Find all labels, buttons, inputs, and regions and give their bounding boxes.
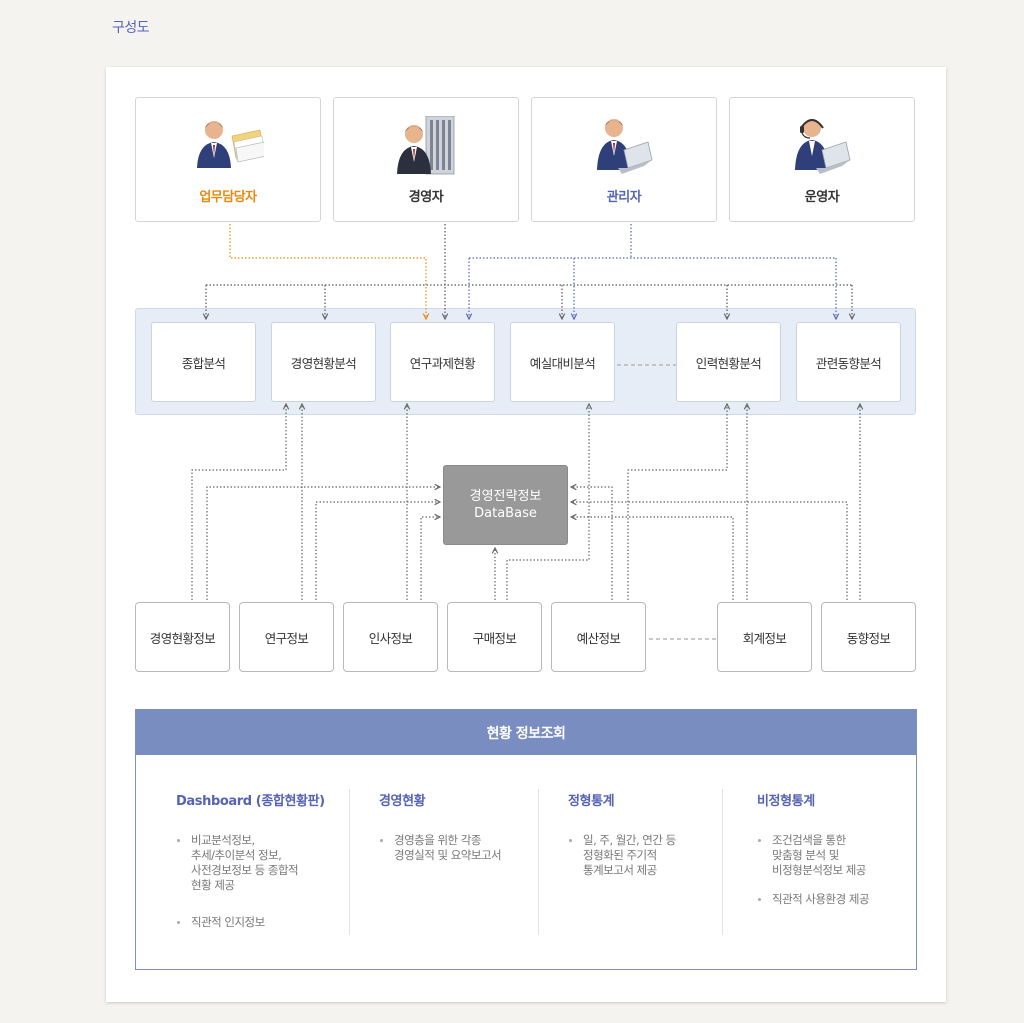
column-title: 경영현황 bbox=[379, 794, 426, 809]
panel-column-fixed-stats: 정형통계 일, 주, 월간, 연간 등 정형화된 주기적 통계보고서 제공 bbox=[568, 790, 728, 878]
page-heading: 구성도 bbox=[112, 20, 150, 36]
database-label: 경영전략정보 bbox=[469, 489, 542, 504]
actor-label: 운영자 bbox=[804, 190, 840, 205]
panel-column-management: 경영현황 경영층을 위한 각종 경영실적 및 요약보고서 bbox=[379, 790, 554, 863]
analysis-box-research: 연구과제현황 bbox=[390, 322, 495, 402]
actor-operator: 운영자 bbox=[729, 97, 915, 222]
list-item: 비교분석정보, 추세/추이분석 정보, 사전경보정보 등 종합적 현황 제공 bbox=[176, 833, 351, 893]
column-divider bbox=[349, 789, 350, 935]
actor-staff: 업무담당자 bbox=[135, 97, 321, 222]
column-title: Dashboard (종합현황판) bbox=[176, 794, 325, 809]
database-sublabel: DataBase bbox=[474, 506, 537, 521]
user-with-documents-icon bbox=[197, 121, 264, 168]
actor-admin: 관리자 bbox=[531, 97, 717, 222]
column-divider bbox=[722, 789, 723, 935]
list-item: 경영층을 위한 각종 경영실적 및 요약보고서 bbox=[379, 833, 554, 863]
operator-with-headset-icon bbox=[795, 119, 851, 174]
column-title: 비정형통계 bbox=[757, 794, 815, 809]
source-box-management: 경영현황정보 bbox=[135, 602, 230, 672]
status-inquiry-panel: 현황 정보조회 Dashboard (종합현황판) 비교분석정보, 추세/추이분… bbox=[135, 709, 917, 970]
source-box-purchase: 구매정보 bbox=[447, 602, 542, 672]
analysis-box-overall: 종합분석 bbox=[151, 322, 256, 402]
analysis-box-trend: 관련동향분석 bbox=[796, 322, 901, 402]
admin-with-laptop-icon bbox=[597, 119, 653, 174]
strategy-database: 경영전략정보 DataBase bbox=[443, 465, 568, 545]
list-item: 조건검색을 통한 맞춤형 분석 및 비정형분석정보 제공 bbox=[757, 833, 907, 878]
list-item: 직관적 사용환경 제공 bbox=[757, 892, 907, 907]
analysis-box-budget: 예실대비분석 bbox=[510, 322, 615, 402]
panel-column-dashboard: Dashboard (종합현황판) 비교분석정보, 추세/추이분석 정보, 사전… bbox=[176, 790, 351, 930]
actor-executive: 경영자 bbox=[333, 97, 519, 222]
source-box-budget: 예산정보 bbox=[551, 602, 646, 672]
source-box-trend: 동향정보 bbox=[821, 602, 916, 672]
actor-label: 업무담당자 bbox=[199, 190, 257, 205]
panel-column-adhoc-stats: 비정형통계 조건검색을 통한 맞춤형 분석 및 비정형분석정보 제공 직관적 사… bbox=[757, 790, 907, 907]
analysis-box-management: 경영현황분석 bbox=[271, 322, 376, 402]
actor-label: 관리자 bbox=[606, 190, 642, 205]
source-box-accounting: 회계정보 bbox=[717, 602, 812, 672]
manager-with-building-icon bbox=[397, 116, 455, 175]
source-box-research: 연구정보 bbox=[239, 602, 334, 672]
actor-label: 경영자 bbox=[408, 190, 444, 205]
list-item: 일, 주, 월간, 연간 등 정형화된 주기적 통계보고서 제공 bbox=[568, 833, 728, 878]
column-title: 정형통계 bbox=[568, 794, 615, 809]
column-divider bbox=[538, 789, 539, 935]
analysis-box-personnel: 인력현황분석 bbox=[676, 322, 781, 402]
source-box-hr: 인사정보 bbox=[343, 602, 438, 672]
list-item: 직관적 인지정보 bbox=[176, 915, 351, 930]
panel-title: 현황 정보조회 bbox=[136, 710, 916, 755]
